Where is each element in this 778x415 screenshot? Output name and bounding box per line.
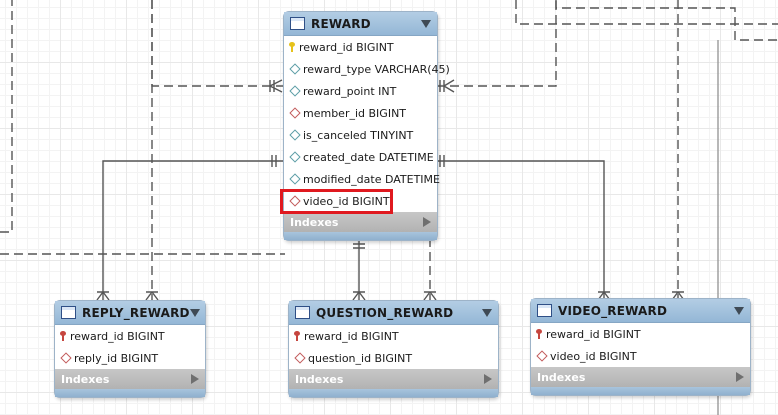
table-title: REPLY_REWARD [82,305,190,320]
column-diamond-icon [289,129,301,141]
column-label: created_date DATETIME [303,150,434,164]
table-question-reward[interactable]: QUESTION_REWARD reward_id BIGINT questio… [288,300,499,398]
relation-line-reward-video [436,0,557,87]
primary-foreign-key-icon [294,331,301,341]
indexes-section[interactable]: Indexes [55,369,205,389]
table-header[interactable]: QUESTION_REWARD [289,301,498,325]
table-footer [289,389,498,397]
highlight-box [280,189,393,214]
collapse-arrow-icon[interactable] [734,306,744,315]
column-label: reward_id BIGINT [299,40,394,54]
primary-foreign-key-icon [60,331,67,341]
primary-key-icon [289,42,296,52]
expand-arrow-icon[interactable] [191,374,199,384]
table-reply-reward[interactable]: REPLY_REWARD reward_id BIGINT reply_id B… [54,300,206,398]
column-label: reply_id BIGINT [74,351,159,365]
column-diamond-icon [289,63,301,75]
column-row[interactable]: member_id BIGINT [284,102,437,124]
relation-line-top-right [515,0,778,25]
relation-line-reward-member [151,0,285,87]
table-footer [531,387,750,395]
column-diamond-icon [289,151,301,163]
column-label: modified_date DATETIME [303,172,440,186]
table-icon [537,304,552,317]
table-reward[interactable]: REWARD reward_id BIGINT reward_type VARC… [283,11,450,241]
table-title: REWARD [311,16,371,31]
relation-line-video-reward [436,160,605,300]
indexes-label: Indexes [295,372,344,386]
collapse-arrow-icon[interactable] [189,308,200,317]
indexes-label: Indexes [61,372,110,386]
column-row[interactable]: reward_type VARCHAR(45) [284,58,450,80]
column-label: reward_id BIGINT [304,329,399,343]
collapse-arrow-icon[interactable] [482,308,492,317]
column-row[interactable]: reward_id BIGINT [284,36,437,58]
table-icon [290,17,305,30]
column-row[interactable]: question_id BIGINT [289,347,498,369]
column-label: member_id BIGINT [303,106,407,120]
table-header[interactable]: REWARD [284,12,437,36]
primary-foreign-key-icon [536,329,543,339]
column-row[interactable]: video_id BIGINT [531,345,750,367]
relation-line-reply-reward [102,160,285,300]
column-row[interactable]: reward_point INT [284,80,437,102]
column-label: reward_id BIGINT [546,327,641,341]
column-label: question_id BIGINT [308,351,413,365]
column-row[interactable]: modified_date DATETIME [284,168,440,190]
indexes-section[interactable]: Indexes [289,369,498,389]
column-row-video-id[interactable]: video_id BIGINT [284,190,437,212]
foreign-key-diamond-icon [294,352,306,364]
table-icon [61,306,76,319]
column-row[interactable]: created_date DATETIME [284,146,437,168]
table-header[interactable]: VIDEO_REWARD [531,299,750,323]
foreign-key-diamond-icon [289,107,301,119]
column-label: reward_point INT [303,84,397,98]
column-label: reward_type VARCHAR(45) [303,62,450,76]
column-diamond-icon [289,85,301,97]
column-diamond-icon [289,173,301,185]
expand-arrow-icon[interactable] [423,217,431,227]
relation-line-left-top [0,0,13,233]
column-label: reward_id BIGINT [70,329,165,343]
column-label: video_id BIGINT [303,194,390,208]
column-label: video_id BIGINT [550,349,637,363]
expand-arrow-icon[interactable] [736,372,744,382]
column-row[interactable]: reply_id BIGINT [55,347,205,369]
table-video-reward[interactable]: VIDEO_REWARD reward_id BIGINT video_id B… [530,298,751,396]
column-row[interactable]: reward_id BIGINT [531,323,750,345]
indexes-section[interactable]: Indexes [531,367,750,387]
relation-line-right-upper [555,0,778,41]
table-title: QUESTION_REWARD [316,305,454,320]
table-icon [295,306,310,319]
expand-arrow-icon[interactable] [484,374,492,384]
collapse-arrow-icon[interactable] [421,19,431,28]
column-row[interactable]: reward_id BIGINT [289,325,498,347]
foreign-key-diamond-icon [536,350,548,362]
indexes-section[interactable]: Indexes [284,212,437,232]
table-header[interactable]: REPLY_REWARD [55,301,205,325]
table-footer [55,389,205,397]
indexes-label: Indexes [290,215,339,229]
table-title: VIDEO_REWARD [558,303,668,318]
foreign-key-diamond-icon [60,352,72,364]
column-row[interactable]: reward_id BIGINT [55,325,205,347]
column-row[interactable]: is_canceled TINYINT [284,124,437,146]
column-label: is_canceled TINYINT [303,128,414,142]
indexes-label: Indexes [537,370,586,384]
table-footer [284,232,437,240]
